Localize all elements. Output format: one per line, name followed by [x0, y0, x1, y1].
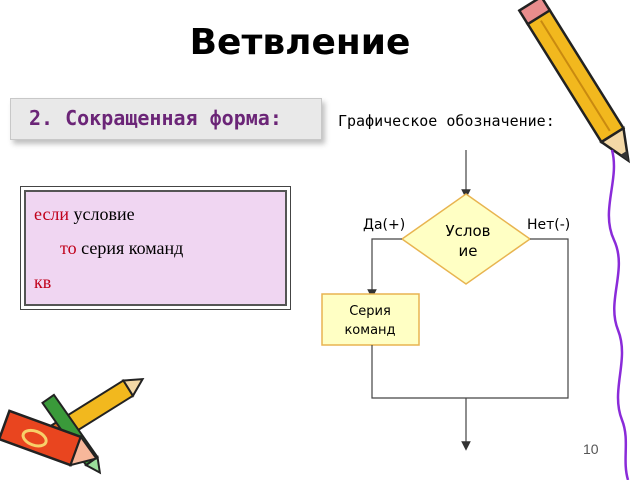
code-condition: условие — [69, 204, 135, 224]
keyword-if: если — [34, 204, 70, 224]
crayons-icon — [0, 378, 145, 475]
code-line-3: кв — [34, 272, 51, 293]
action-text-2: команд — [344, 323, 395, 338]
code-line-1: если условие — [34, 204, 135, 225]
no-branch-line — [466, 238, 569, 399]
slide-title: Ветвление — [189, 22, 411, 63]
subtitle-box: 2. Сокращенная форма: — [10, 98, 322, 140]
keyword-end: кв — [34, 272, 52, 292]
code-line-2: то серия команд — [60, 238, 183, 259]
code-commands: серия команд — [76, 238, 184, 258]
condition-diamond — [400, 193, 532, 285]
pencil-icon — [517, 0, 631, 164]
keyword-then: то — [60, 238, 77, 258]
action-box — [321, 293, 420, 346]
condition-text-1: Услов — [446, 222, 491, 240]
yes-branch-line — [367, 238, 402, 299]
code-block: если условие то серия команд кв — [20, 186, 291, 310]
condition-text-2: ие — [459, 242, 478, 260]
code-block-inner: если условие то серия команд кв — [24, 190, 287, 306]
no-label: Нет(-) — [527, 217, 570, 233]
merge-line — [371, 345, 466, 399]
yes-label: Да(+) — [363, 217, 405, 233]
wavy-line-decoration — [607, 149, 630, 480]
graphic-notation-label: Графическое обозначение: — [338, 112, 555, 130]
page-number: 10 — [583, 441, 599, 457]
action-text-1: Серия — [349, 304, 391, 319]
subtitle-text: 2. Сокращенная форма: — [29, 106, 282, 130]
